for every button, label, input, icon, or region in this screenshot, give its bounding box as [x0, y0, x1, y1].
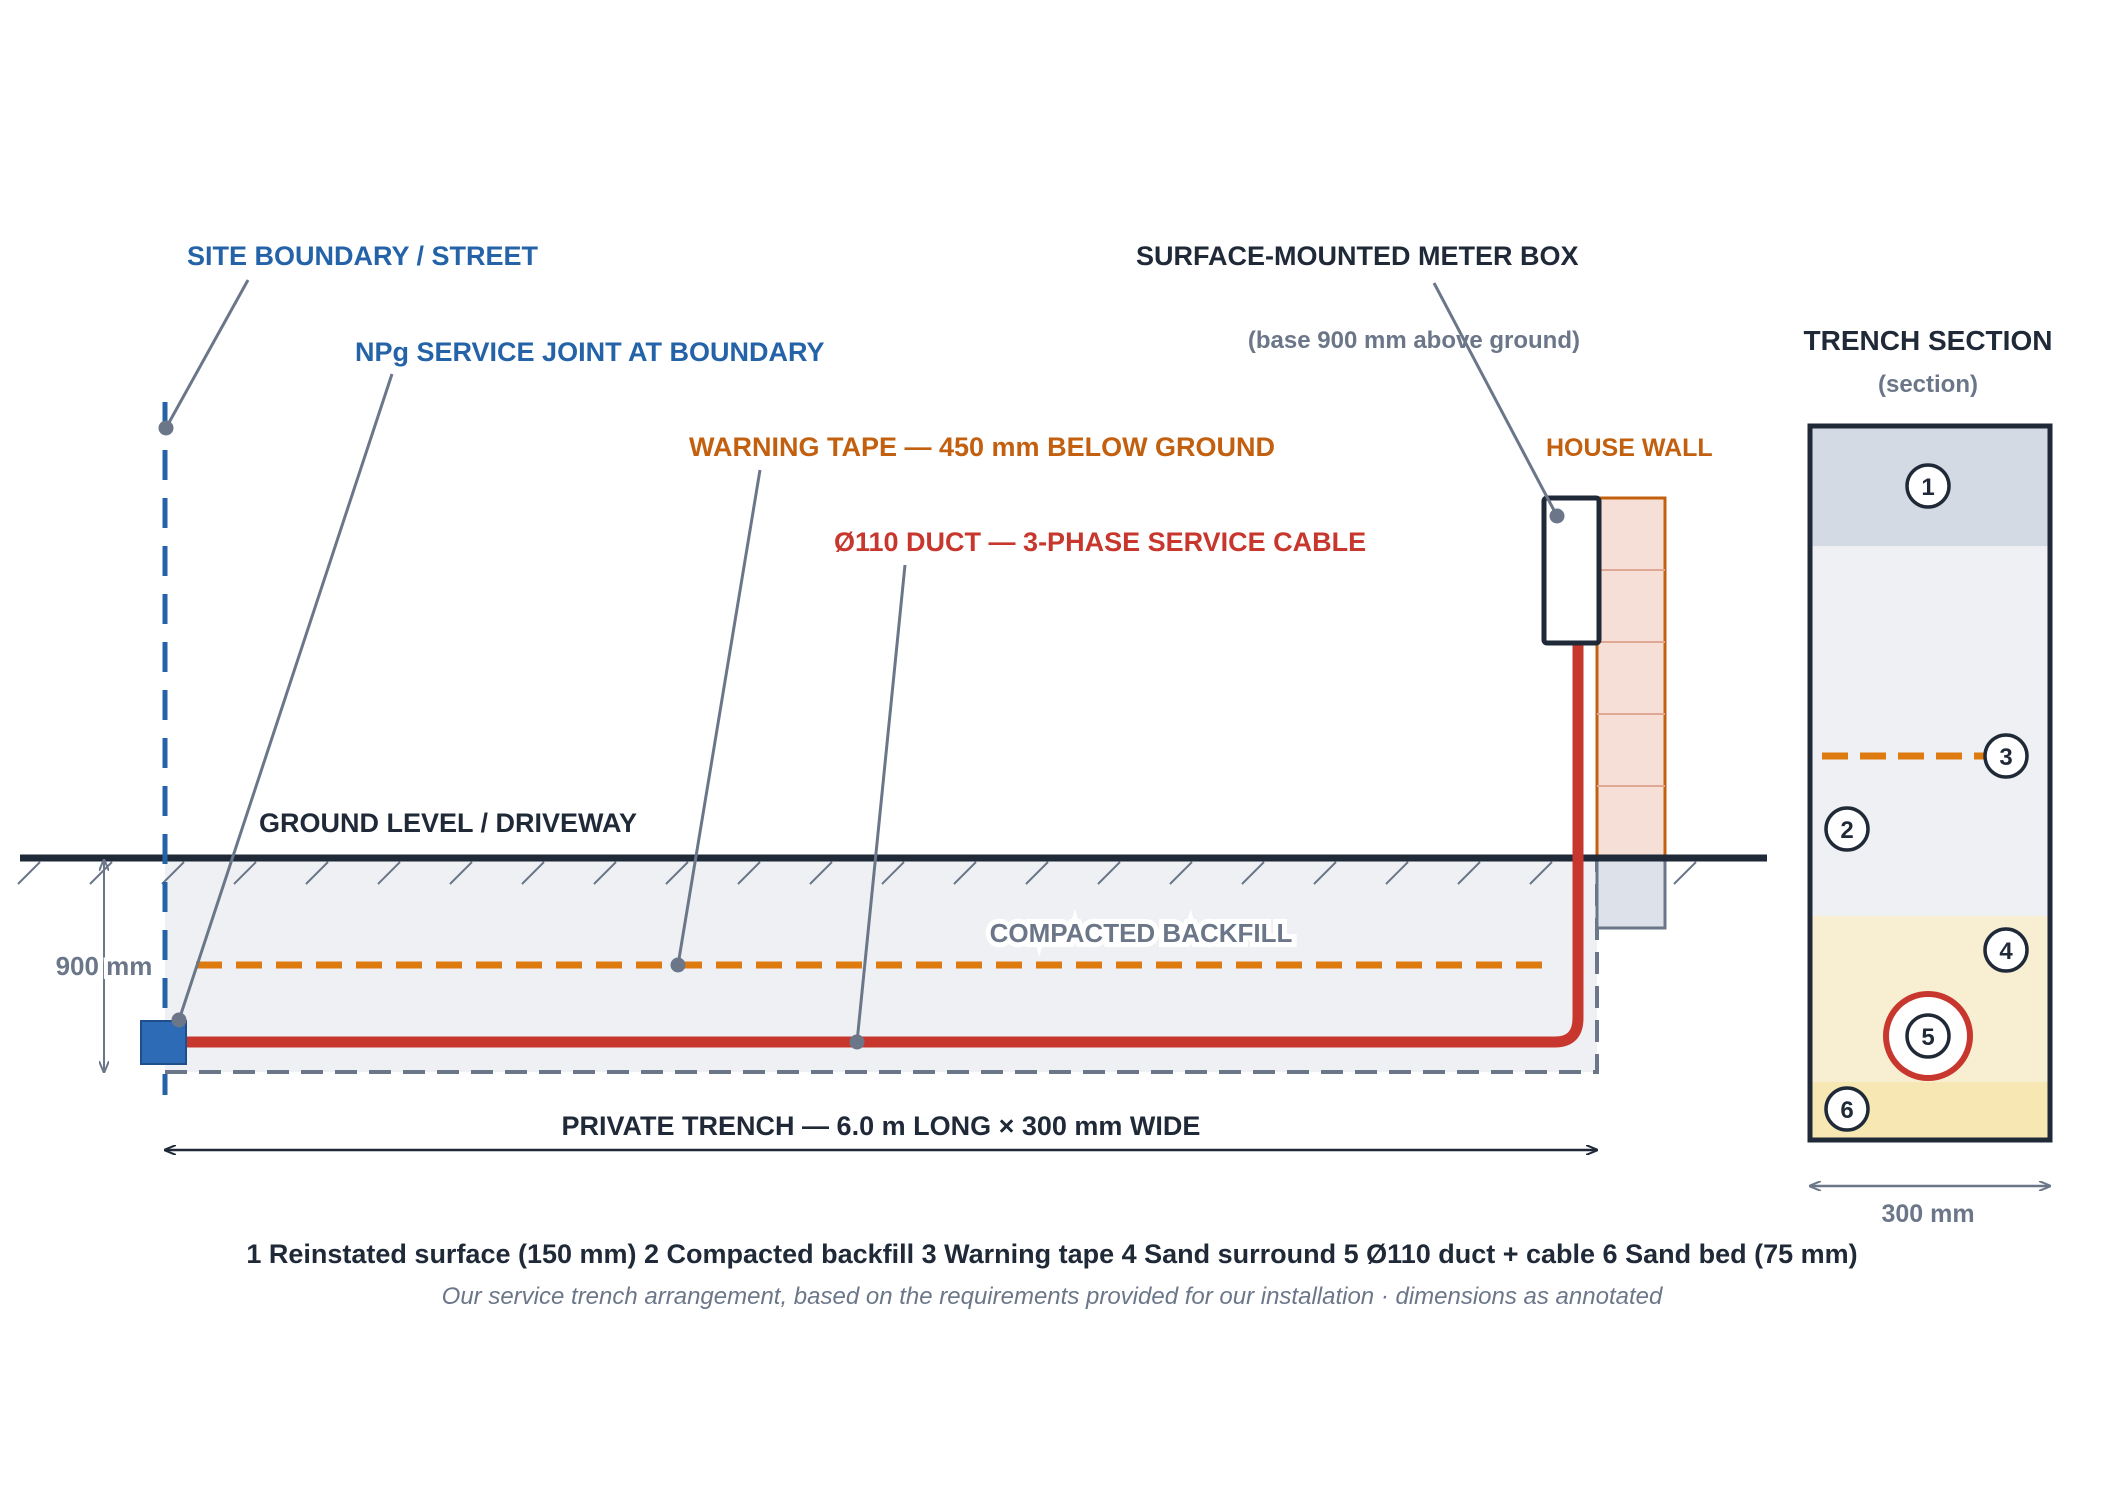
service-joint-box [140, 1020, 187, 1065]
trench-section [1807, 423, 2053, 1143]
ground-level-label: GROUND LEVEL / DRIVEWAY [259, 808, 637, 838]
section-marker-6: 6 [1824, 1086, 1870, 1132]
section-marker-3: 3 [1983, 733, 2029, 779]
svg-text:6: 6 [1840, 1097, 1853, 1124]
caption: Our service trench arrangement, based on… [442, 1283, 1663, 1310]
depth-label: 900 mm [56, 951, 153, 981]
wall-footing [1595, 856, 1667, 930]
meter-box-label: SURFACE-MOUNTED METER BOX [1136, 241, 1579, 271]
trench-length-label: PRIVATE TRENCH — 6.0 m LONG × 300 mm WID… [562, 1111, 1201, 1141]
house-wall [1595, 496, 1667, 930]
meter-box-note: (base 900 mm above ground) [1248, 327, 1580, 354]
duct-label: Ø110 DUCT — 3-PHASE SERVICE CABLE [834, 527, 1366, 557]
svg-text:2: 2 [1840, 817, 1853, 844]
svg-text:1: 1 [1921, 474, 1934, 501]
section-marker-1: 1 [1905, 463, 1951, 509]
site-boundary-label: SITE BOUNDARY / STREET [187, 241, 539, 271]
section-title: TRENCH SECTION [1804, 325, 2053, 356]
section-marker-5: 5 [1905, 1013, 1951, 1059]
service-joint-label: NPg SERVICE JOINT AT BOUNDARY [355, 337, 825, 367]
svg-text:4: 4 [1999, 938, 2013, 965]
section-marker-4: 4 [1983, 927, 2029, 973]
compacted-backfill-label: COMPACTED BACKFILL [990, 918, 1293, 948]
svg-text:5: 5 [1921, 1024, 1934, 1051]
house-wall-label: HOUSE WALL [1546, 434, 1713, 462]
meter-box [1541, 495, 1602, 646]
svg-text:3: 3 [1999, 744, 2012, 771]
section-width-label: 300 mm [1881, 1200, 1974, 1228]
leader-lines [158, 279, 1565, 1050]
legend: 1 Reinstated surface (150 mm) 2 Compacte… [246, 1239, 1857, 1269]
section-subtitle: (section) [1878, 371, 1978, 398]
section-marker-2: 2 [1824, 806, 1870, 852]
warning-tape-label: WARNING TAPE — 450 mm BELOW GROUND [689, 432, 1275, 462]
